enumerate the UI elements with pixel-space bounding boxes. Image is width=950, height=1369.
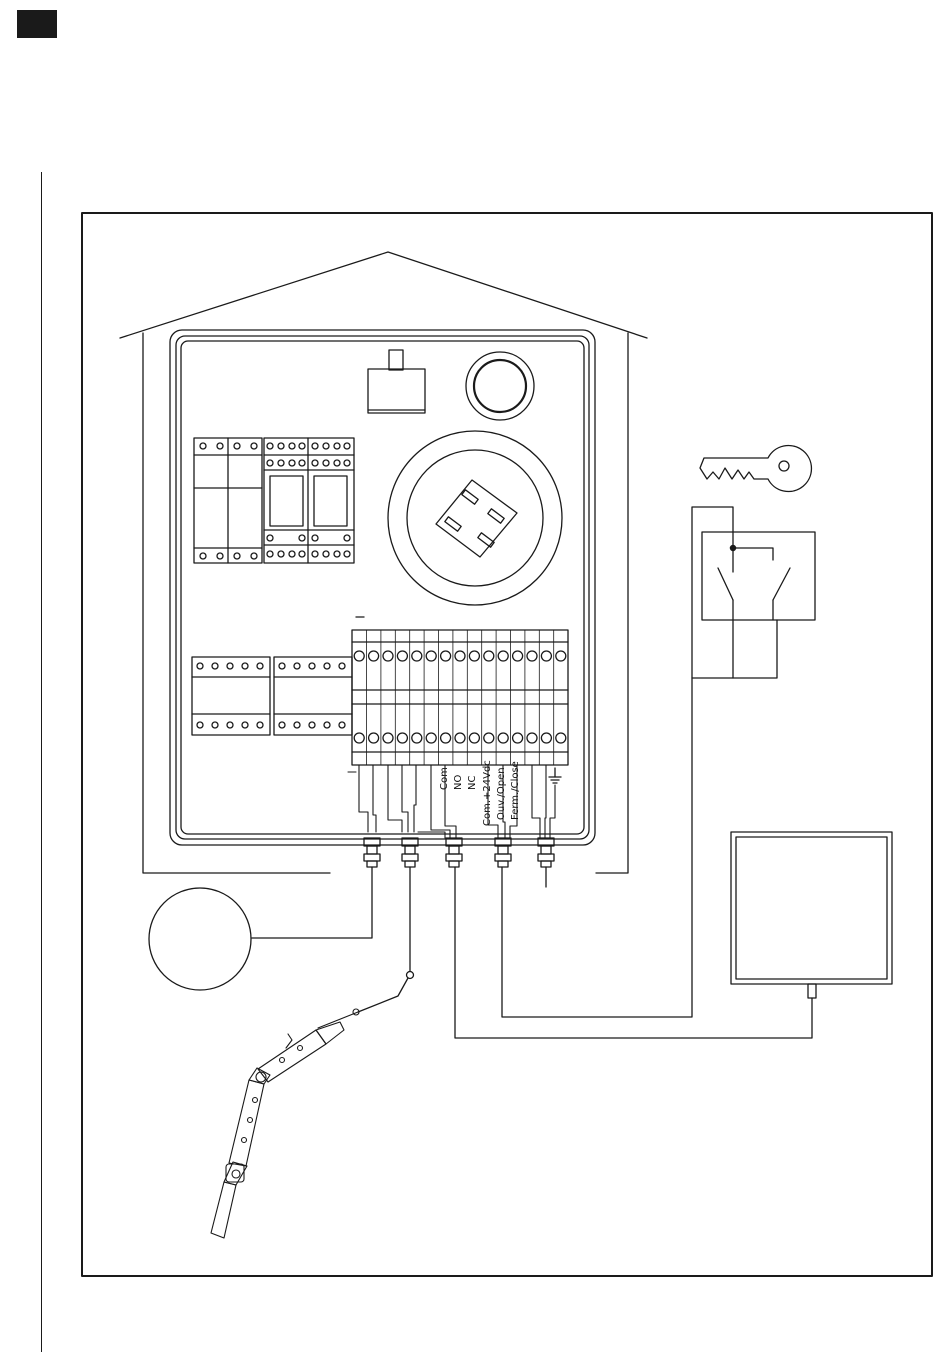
- label-open: Ouv./Open: [496, 767, 507, 820]
- push-button-icon: [368, 350, 425, 413]
- contactor-group: [264, 438, 354, 563]
- relay-module-group: [192, 657, 352, 735]
- cable-gland-5: [538, 838, 554, 867]
- label-no: NO: [453, 775, 464, 790]
- barrier-arm-mechanism: [211, 1009, 359, 1238]
- key-switch-box: [702, 532, 815, 678]
- label-nc: NC: [467, 776, 478, 790]
- cable-gland-1: [364, 838, 380, 867]
- diagram-frame: [82, 213, 932, 1276]
- selector-switch-icon: [388, 431, 562, 605]
- circuit-breaker-group: [194, 438, 262, 563]
- ground-icon: [549, 768, 561, 783]
- cable-gland-3: [446, 838, 462, 867]
- indicator-lamp: [466, 352, 534, 420]
- label-close: Ferm./Close: [510, 761, 521, 820]
- round-device: [149, 888, 251, 990]
- cable-gland-4: [495, 838, 511, 867]
- terminal-block: [352, 617, 568, 765]
- internal-wiring: [348, 765, 555, 838]
- key-icon: [700, 446, 811, 492]
- cable-gland-2: [402, 838, 418, 867]
- power-supply-box: [731, 832, 892, 998]
- control-cabinet: [170, 330, 595, 845]
